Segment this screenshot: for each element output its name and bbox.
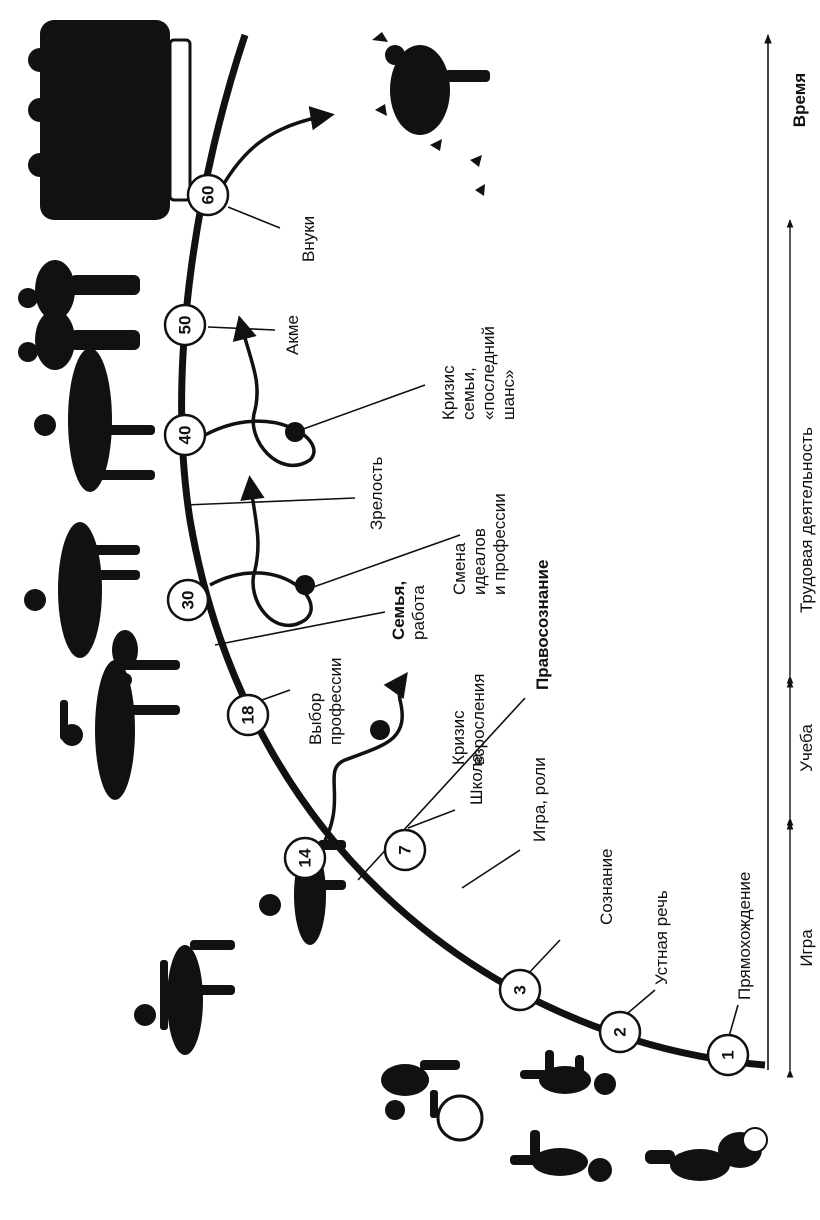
age-marker-1: 1 xyxy=(706,1033,750,1077)
period-study: Учеба xyxy=(786,679,816,826)
label-ideals-change: Смена идеалов и профессии xyxy=(450,493,509,595)
label-family-work: Семья, работа xyxy=(389,581,428,640)
label-profession-choice-line2: профессии xyxy=(326,657,345,745)
silhouette-toddler xyxy=(510,1130,612,1182)
label-crisis-family: Кризис семьи, «последний шанс» xyxy=(439,326,518,420)
label-game-roles: Игра, роли xyxy=(530,757,549,842)
age-18-text: 18 xyxy=(239,706,258,725)
label-profession-choice: Выбор профессии xyxy=(306,657,345,745)
age-marker-40: 40 xyxy=(163,413,207,457)
silhouette-teen xyxy=(60,660,180,800)
crisis-loop-30 xyxy=(209,475,315,628)
period-study-label: Учеба xyxy=(797,724,816,772)
age-2-text: 2 xyxy=(611,1027,630,1036)
age-3-text: 3 xyxy=(511,985,530,994)
label-ideals-change-line1: Смена xyxy=(450,542,469,595)
silhouette-schoolchild xyxy=(134,940,235,1055)
period-work: Трудовая деятельность xyxy=(786,219,816,684)
label-legal: Правосознание xyxy=(533,560,552,690)
label-crisis-family-line1: Кризис xyxy=(439,365,458,420)
silhouette-child-bicycle xyxy=(381,1060,484,1142)
label-family-work-line1: Семья, xyxy=(389,581,408,640)
silhouette-adults xyxy=(34,348,155,492)
label-family-work-line2: работа xyxy=(409,585,428,640)
silhouette-child-play xyxy=(520,1050,616,1095)
age-7-text: 7 xyxy=(396,845,415,854)
age-marker-60: 60 xyxy=(186,173,230,217)
label-crisis-growing: Кризис взросления xyxy=(449,673,488,765)
label-ideals-change-line2: идеалов xyxy=(470,528,489,595)
period-game: Игра xyxy=(786,821,816,1078)
label-crisis-family-line3: «последний xyxy=(479,326,498,420)
silhouette-elder-with-birds xyxy=(372,32,490,196)
old-age-arrow xyxy=(213,106,335,201)
age-marker-14: 14 xyxy=(283,836,327,880)
age-marker-30: 30 xyxy=(166,578,210,622)
time-axis: Время Игра Учеба Трудовая деятельность xyxy=(764,34,816,1078)
age-30-text: 30 xyxy=(179,591,198,610)
silhouette-couple xyxy=(18,260,140,370)
label-grandchildren: Внуки xyxy=(299,216,318,262)
stage-labels: Прямохождение Устная речь Сознание Игра,… xyxy=(283,216,754,1000)
age-40-text: 40 xyxy=(176,426,195,445)
age-markers: 1 2 3 7 14 18 30 40 xyxy=(163,173,750,1077)
age-marker-2: 2 xyxy=(598,1010,642,1054)
label-profession-choice-line1: Выбор xyxy=(306,693,325,745)
leader-lines xyxy=(184,206,739,1041)
age-marker-3: 3 xyxy=(498,968,542,1012)
age-1-text: 1 xyxy=(719,1050,738,1059)
axis-title: Время xyxy=(790,73,809,127)
silhouette-family-group xyxy=(28,20,192,220)
crisis-loop-40 xyxy=(204,315,316,468)
age-50-text: 50 xyxy=(176,316,195,335)
label-crisis-growing-line1: Кризис xyxy=(449,710,468,765)
label-maturity: Зрелость xyxy=(367,457,386,530)
period-work-label: Трудовая деятельность xyxy=(797,427,816,613)
label-crisis-growing-line2: взросления xyxy=(469,673,488,765)
age-marker-50: 50 xyxy=(163,303,207,347)
age-60-text: 60 xyxy=(199,186,218,205)
label-consciousness: Сознание xyxy=(597,848,616,925)
label-crisis-family-line4: шанс» xyxy=(499,370,518,420)
silhouette-young-parent-with-child xyxy=(24,522,140,687)
label-acme: Акме xyxy=(283,315,302,355)
crisis-loop-14 xyxy=(318,672,408,851)
age-marker-18: 18 xyxy=(226,693,270,737)
label-crisis-family-line2: семьи, xyxy=(459,367,478,420)
age-marker-7: 7 xyxy=(383,828,427,872)
label-speech: Устная речь xyxy=(652,890,671,985)
period-game-label: Игра xyxy=(797,929,816,967)
age-14-text: 14 xyxy=(296,848,315,867)
label-school: Школа xyxy=(467,753,486,805)
label-upright: Прямохождение xyxy=(735,872,754,1000)
life-stage-silhouettes xyxy=(18,20,768,1182)
label-ideals-change-line3: и профессии xyxy=(490,493,509,595)
silhouette-infant xyxy=(645,1127,768,1181)
